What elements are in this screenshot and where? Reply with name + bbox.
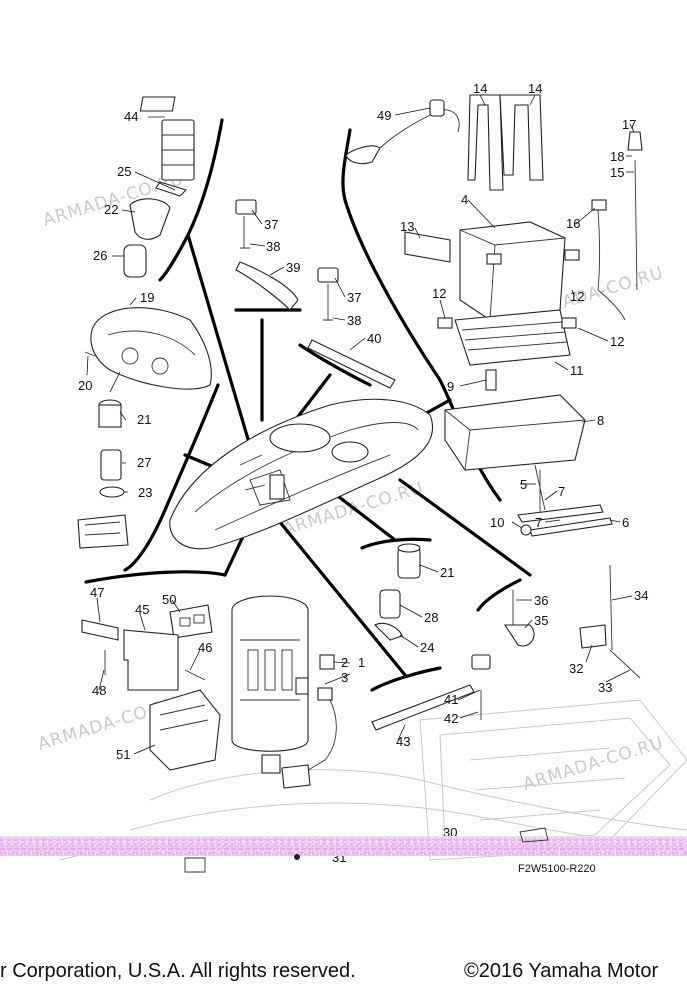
callout-number: 16	[566, 216, 580, 231]
callout-number: 2	[341, 655, 348, 670]
callout-number: 37	[264, 217, 278, 232]
clip-bolt-group-lower	[371, 654, 491, 731]
leader-lines	[86, 94, 635, 755]
watermark: ARMADA-CO.RU	[521, 733, 667, 795]
callout-number: 41	[444, 692, 458, 707]
relay-bracket-group	[81, 604, 221, 771]
callout-number: 6	[622, 515, 629, 530]
callout-number: 14	[473, 81, 487, 96]
callout-number: 21	[440, 565, 454, 580]
callout-number: 26	[93, 248, 107, 263]
callout-number: 15	[610, 165, 624, 180]
callout-number: 48	[92, 683, 106, 698]
callout-number: 20	[78, 378, 92, 393]
callout-number: 38	[347, 313, 361, 328]
callout-number: 12	[570, 289, 584, 304]
callout-number: 35	[534, 613, 548, 628]
sensor-clamp-group	[503, 564, 641, 679]
callout-number: 44	[124, 109, 138, 124]
callout-number: 24	[420, 640, 434, 655]
callout-number: 11	[570, 363, 584, 378]
diagram-code: F2W5100-R220	[518, 863, 596, 875]
callout-number: 40	[367, 331, 381, 346]
callout-number: 9	[447, 379, 454, 394]
callout-number: 45	[135, 602, 149, 617]
callout-number: 13	[400, 219, 414, 234]
callout-number: 50	[162, 592, 176, 607]
callout-number: 5	[520, 477, 527, 492]
fuel-pump-assembly	[231, 595, 337, 789]
meter-assembly	[84, 307, 212, 393]
copyright-footer: r Corporation, U.S.A. All rights reserve…	[0, 952, 687, 1000]
callout-number: 22	[104, 202, 118, 217]
watercraft-hull	[169, 398, 434, 550]
callout-number: 28	[424, 610, 438, 625]
callout-labels: 44 25 22 26 19 20 21 27 23 37 38 39 37 3…	[78, 81, 648, 865]
callout-number: 37	[347, 290, 361, 305]
callout-number: 14	[528, 81, 542, 96]
callout-number: 3	[341, 670, 348, 685]
callout-number: 43	[396, 734, 410, 749]
clip-bolt-group-upper	[235, 199, 396, 389]
scan-noise-band	[0, 827, 687, 873]
copyright-left: r Corporation, U.S.A. All rights reserve…	[0, 960, 356, 982]
callout-number: 49	[377, 108, 391, 123]
callout-number: 17	[622, 117, 636, 132]
fuse-holder-group	[123, 96, 195, 278]
callout-number: 36	[534, 593, 548, 608]
callout-number: 34	[634, 588, 648, 603]
battery-group	[345, 94, 643, 366]
callout-number: 38	[266, 239, 280, 254]
callout-number: 12	[610, 334, 624, 349]
callout-number: 12	[432, 286, 446, 301]
callout-number: 8	[597, 413, 604, 428]
callout-number: 4	[461, 192, 468, 207]
callout-number: 7	[535, 515, 542, 530]
callout-number: 1	[358, 655, 365, 670]
connector-column	[77, 399, 129, 549]
fuse-cartridge-group	[374, 543, 421, 641]
callout-number: 7	[558, 484, 565, 499]
callout-number: 47	[90, 585, 104, 600]
battery-box	[444, 369, 613, 537]
callout-number: 10	[490, 515, 504, 530]
callout-number: 42	[444, 711, 458, 726]
callout-number: 39	[286, 260, 300, 275]
callout-number: 33	[598, 680, 612, 695]
callout-number: 21	[137, 412, 151, 427]
callout-number: 25	[117, 164, 131, 179]
callout-number: 19	[140, 290, 154, 305]
callout-number: 18	[610, 149, 624, 164]
copyright-right: ©2016 Yamaha Motor	[464, 960, 659, 982]
callout-number: 23	[138, 485, 152, 500]
callout-number: 32	[569, 661, 583, 676]
callout-number: 51	[116, 747, 130, 762]
callout-number: 27	[137, 455, 151, 470]
callout-number: 46	[198, 640, 212, 655]
